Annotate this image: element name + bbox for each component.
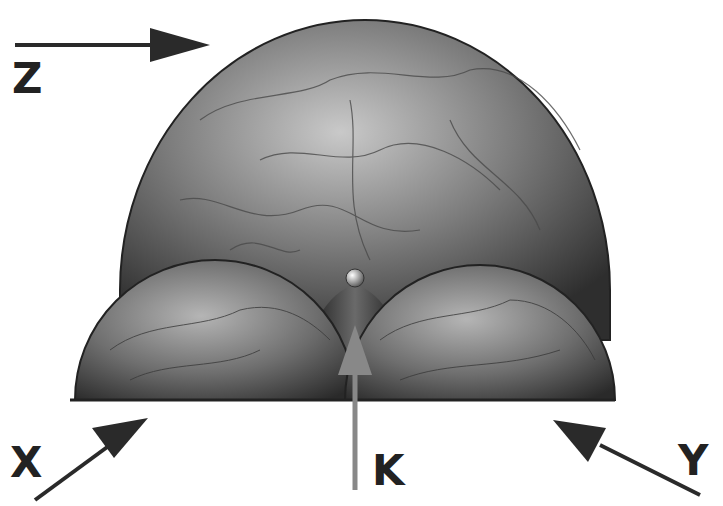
right-hemisphere — [345, 265, 615, 400]
view-label: K — [372, 450, 405, 492]
view-arrows — [15, 28, 700, 500]
map-texture — [110, 300, 595, 380]
view-label: Z — [12, 58, 42, 100]
view-label: X — [10, 442, 42, 484]
base-line — [70, 399, 615, 402]
view-label: Y — [678, 440, 708, 482]
center-point — [346, 269, 364, 287]
map-texture — [180, 69, 580, 260]
left-hemisphere — [75, 260, 355, 400]
